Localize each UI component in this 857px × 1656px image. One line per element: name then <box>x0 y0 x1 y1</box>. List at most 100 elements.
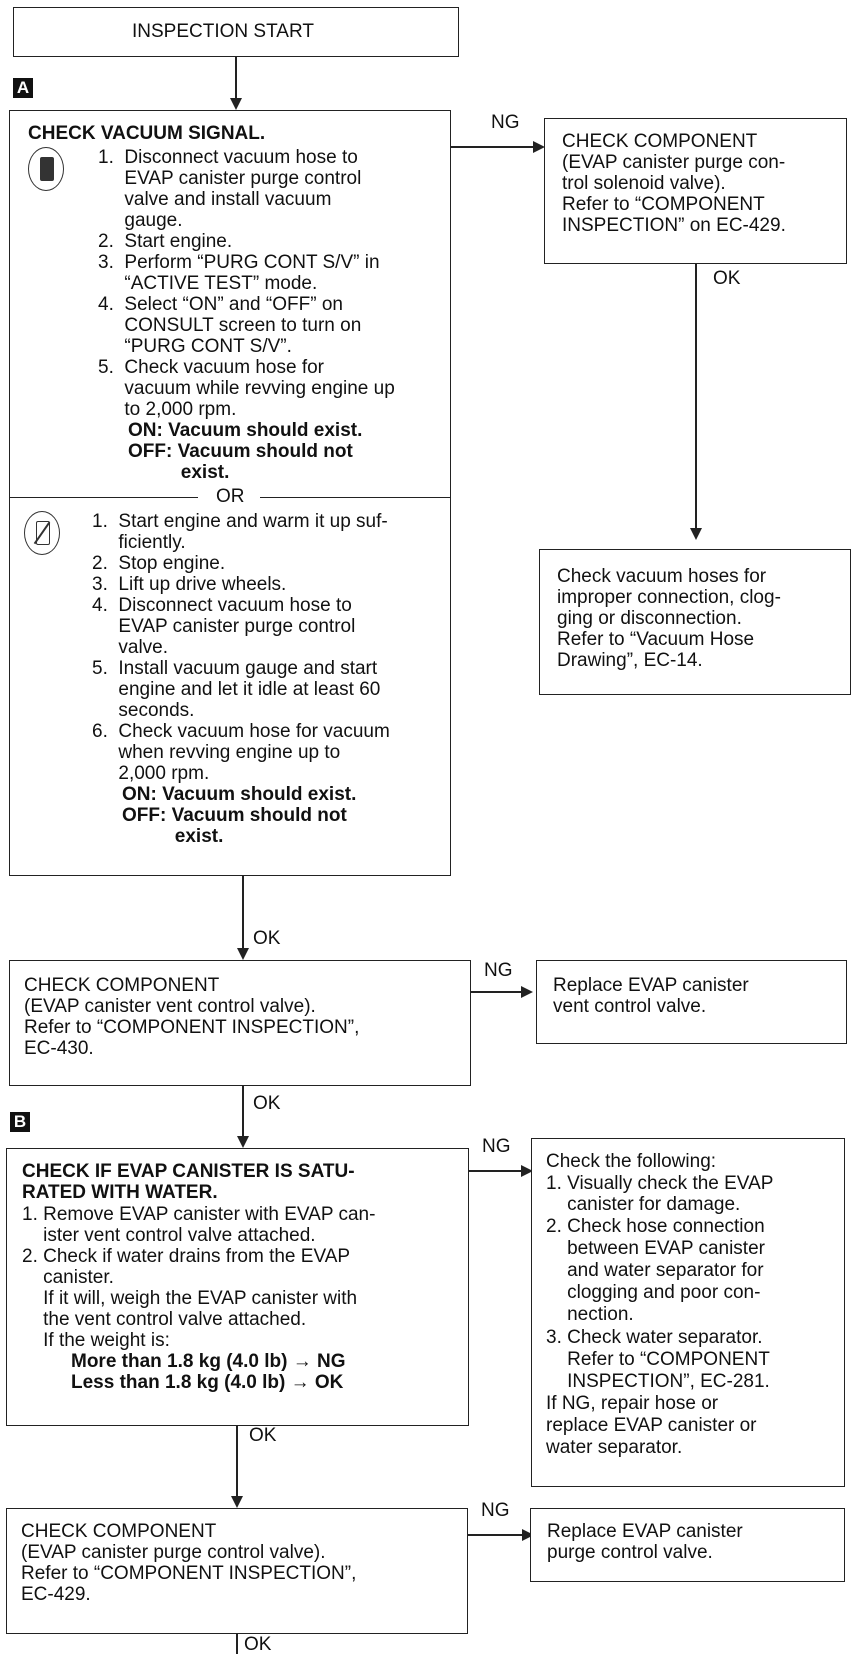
step-a-no-consult-line: 4. Disconnect vacuum hose to <box>92 595 352 616</box>
step-b-spec-line: Less than 1.8 kg (4.0 lb) → OK <box>71 1372 344 1393</box>
ok-label-solenoid: OK <box>713 268 741 289</box>
check-following-box: Check the following: 1. Visually check t… <box>531 1138 845 1487</box>
check-vacuum-hoses-box: Check vacuum hoses for improper connecti… <box>539 549 851 695</box>
step-a-no-consult-line: engine and let it idle at least 60 <box>92 679 381 700</box>
connector-start-a <box>235 57 237 99</box>
step-b-spec-line: More than 1.8 kg (4.0 lb) → NG <box>71 1351 346 1372</box>
connector-purge-ng <box>468 1534 524 1536</box>
check-following-line: Check the following: <box>546 1151 717 1172</box>
marker-b: B <box>10 1112 30 1132</box>
step-a-no-consult-spec: ON: Vacuum should exist. <box>122 784 357 805</box>
arrow-vent-ng <box>521 986 533 998</box>
step-a-no-consult-line: 6. Check vacuum hose for vacuum <box>92 721 390 742</box>
check-following-line: 2. Check hose connection <box>546 1216 765 1237</box>
check-following-line: canister for damage. <box>546 1194 741 1215</box>
step-a-consult-line: valve and install vacuum <box>98 189 332 210</box>
step-a-no-consult-line: EVAP canister purge control <box>92 616 356 637</box>
check-vacuum-signal-box: CHECK VACUUM SIGNAL. 1. Disconnect vacuu… <box>9 110 451 876</box>
step-a-consult-line: to 2,000 rpm. <box>98 399 237 420</box>
step-b-body-line: ister vent control valve attached. <box>22 1225 316 1246</box>
component-purge-solenoid-line: CHECK COMPONENT <box>562 131 758 152</box>
connector-vent-ng <box>471 991 523 993</box>
step-a-consult-line: vacuum while revving engine up <box>98 378 395 399</box>
replace-vent-line: Replace EVAP canister <box>553 975 749 996</box>
inspection-start-label: INSPECTION START <box>132 21 314 42</box>
step-b-title-line: CHECK IF EVAP CANISTER IS SATU- <box>22 1161 355 1182</box>
replace-vent-line: vent control valve. <box>553 996 707 1017</box>
component-purge-valve-line: EC-429. <box>21 1584 91 1605</box>
arrow-a-ng <box>533 141 545 153</box>
or-label: OR <box>216 486 245 507</box>
component-purge-solenoid-line: Refer to “COMPONENT <box>562 194 765 215</box>
connector-vent-ok <box>242 1086 244 1138</box>
arrow-solenoid-ok <box>690 528 702 540</box>
step-b-body-line: If it will, weigh the EVAP canister with <box>22 1288 358 1309</box>
step-b-title-line: RATED WITH WATER. <box>22 1182 218 1203</box>
check-following-line: nection. <box>546 1304 634 1325</box>
component-purge-solenoid-line: trol solenoid valve). <box>562 173 726 194</box>
check-component-purge-solenoid-box: CHECK COMPONENT (EVAP canister purge con… <box>544 118 847 264</box>
connector-solenoid-ok <box>695 264 697 530</box>
connector-b-ok <box>236 1426 238 1500</box>
connector-a-ok <box>242 876 244 948</box>
replace-purge-line: purge control valve. <box>547 1542 713 1563</box>
ok-label-b: OK <box>249 1425 277 1446</box>
step-a-consult-spec: OFF: Vacuum should not <box>128 441 353 462</box>
check-following-line: Refer to “COMPONENT <box>546 1349 770 1370</box>
no-consult-icon <box>24 511 60 555</box>
step-a-consult-line: 2. Start engine. <box>98 231 233 252</box>
step-a-no-consult-spec: exist. <box>122 826 224 847</box>
marker-a: A <box>13 78 33 98</box>
component-vent-line: EC-430. <box>24 1038 94 1059</box>
connector-b-ng <box>469 1170 523 1172</box>
component-vent-line: Refer to “COMPONENT INSPECTION”, <box>24 1017 360 1038</box>
step-a-consult-spec: exist. <box>128 462 230 483</box>
step-b-body-line: the vent control valve attached. <box>22 1309 307 1330</box>
step-a-no-consult-line: seconds. <box>92 700 195 721</box>
check-following-line: replace EVAP canister or <box>546 1415 757 1436</box>
check-following-line: If NG, repair hose or <box>546 1393 719 1414</box>
ok-label-a: OK <box>253 928 281 949</box>
step-a-no-consult-line: valve. <box>92 637 169 658</box>
component-purge-valve-line: Refer to “COMPONENT INSPECTION”, <box>21 1563 357 1584</box>
arrow-b-ng <box>521 1165 533 1177</box>
ng-label-b: NG <box>482 1136 511 1157</box>
step-a-no-consult-line: 3. Lift up drive wheels. <box>92 574 287 595</box>
or-divider-right <box>260 497 450 499</box>
check-following-line: 3. Check water separator. <box>546 1327 763 1348</box>
step-a-no-consult-line: 5. Install vacuum gauge and start <box>92 658 378 679</box>
step-a-consult-spec: ON: Vacuum should exist. <box>128 420 363 441</box>
step-a-consult-line: EVAP canister purge control <box>98 168 362 189</box>
step-a-consult-line: “PURG CONT S/V”. <box>98 336 292 357</box>
step-a-no-consult-line: 1. Start engine and warm it up suf- <box>92 511 388 532</box>
replace-purge-line: Replace EVAP canister <box>547 1521 743 1542</box>
check-following-line: water separator. <box>546 1437 683 1458</box>
ng-label-vent: NG <box>484 960 513 981</box>
check-following-line: 1. Visually check the EVAP <box>546 1173 774 1194</box>
component-purge-valve-line: CHECK COMPONENT <box>21 1521 217 1542</box>
check-canister-water-box: CHECK IF EVAP CANISTER IS SATU- RATED WI… <box>6 1148 469 1426</box>
component-purge-solenoid-line: INSPECTION” on EC-429. <box>562 215 786 236</box>
component-purge-valve-line: (EVAP canister purge control valve). <box>21 1542 326 1563</box>
component-vent-line: CHECK COMPONENT <box>24 975 220 996</box>
component-vent-line: (EVAP canister vent control valve). <box>24 996 316 1017</box>
vacuum-hoses-line: Check vacuum hoses for <box>557 566 767 587</box>
vacuum-hoses-line: Drawing”, EC-14. <box>557 650 703 671</box>
component-purge-solenoid-line: (EVAP canister purge con- <box>562 152 786 173</box>
step-a-consult-line: 3. Perform “PURG CONT S/V” in <box>98 252 380 273</box>
check-vacuum-signal-title: CHECK VACUUM SIGNAL. <box>28 123 266 144</box>
step-a-consult-line: CONSULT screen to turn on <box>98 315 362 336</box>
step-b-body-line: If the weight is: <box>22 1330 170 1351</box>
step-a-no-consult-line: ficiently. <box>92 532 186 553</box>
replace-vent-valve-box: Replace EVAP canister vent control valve… <box>536 960 847 1044</box>
step-a-consult-line: 5. Check vacuum hose for <box>98 357 324 378</box>
arrow-b-ok <box>231 1496 243 1508</box>
step-a-consult-line: 1. Disconnect vacuum hose to <box>98 147 358 168</box>
step-a-no-consult-line: 2. Stop engine. <box>92 553 226 574</box>
ng-label-a: NG <box>491 112 520 133</box>
replace-purge-valve-box: Replace EVAP canister purge control valv… <box>530 1508 845 1582</box>
step-a-consult-line: gauge. <box>98 210 183 231</box>
ok-label-purge: OK <box>244 1634 272 1655</box>
step-a-no-consult-line: when revving engine up to <box>92 742 341 763</box>
connector-a-ng <box>451 146 535 148</box>
